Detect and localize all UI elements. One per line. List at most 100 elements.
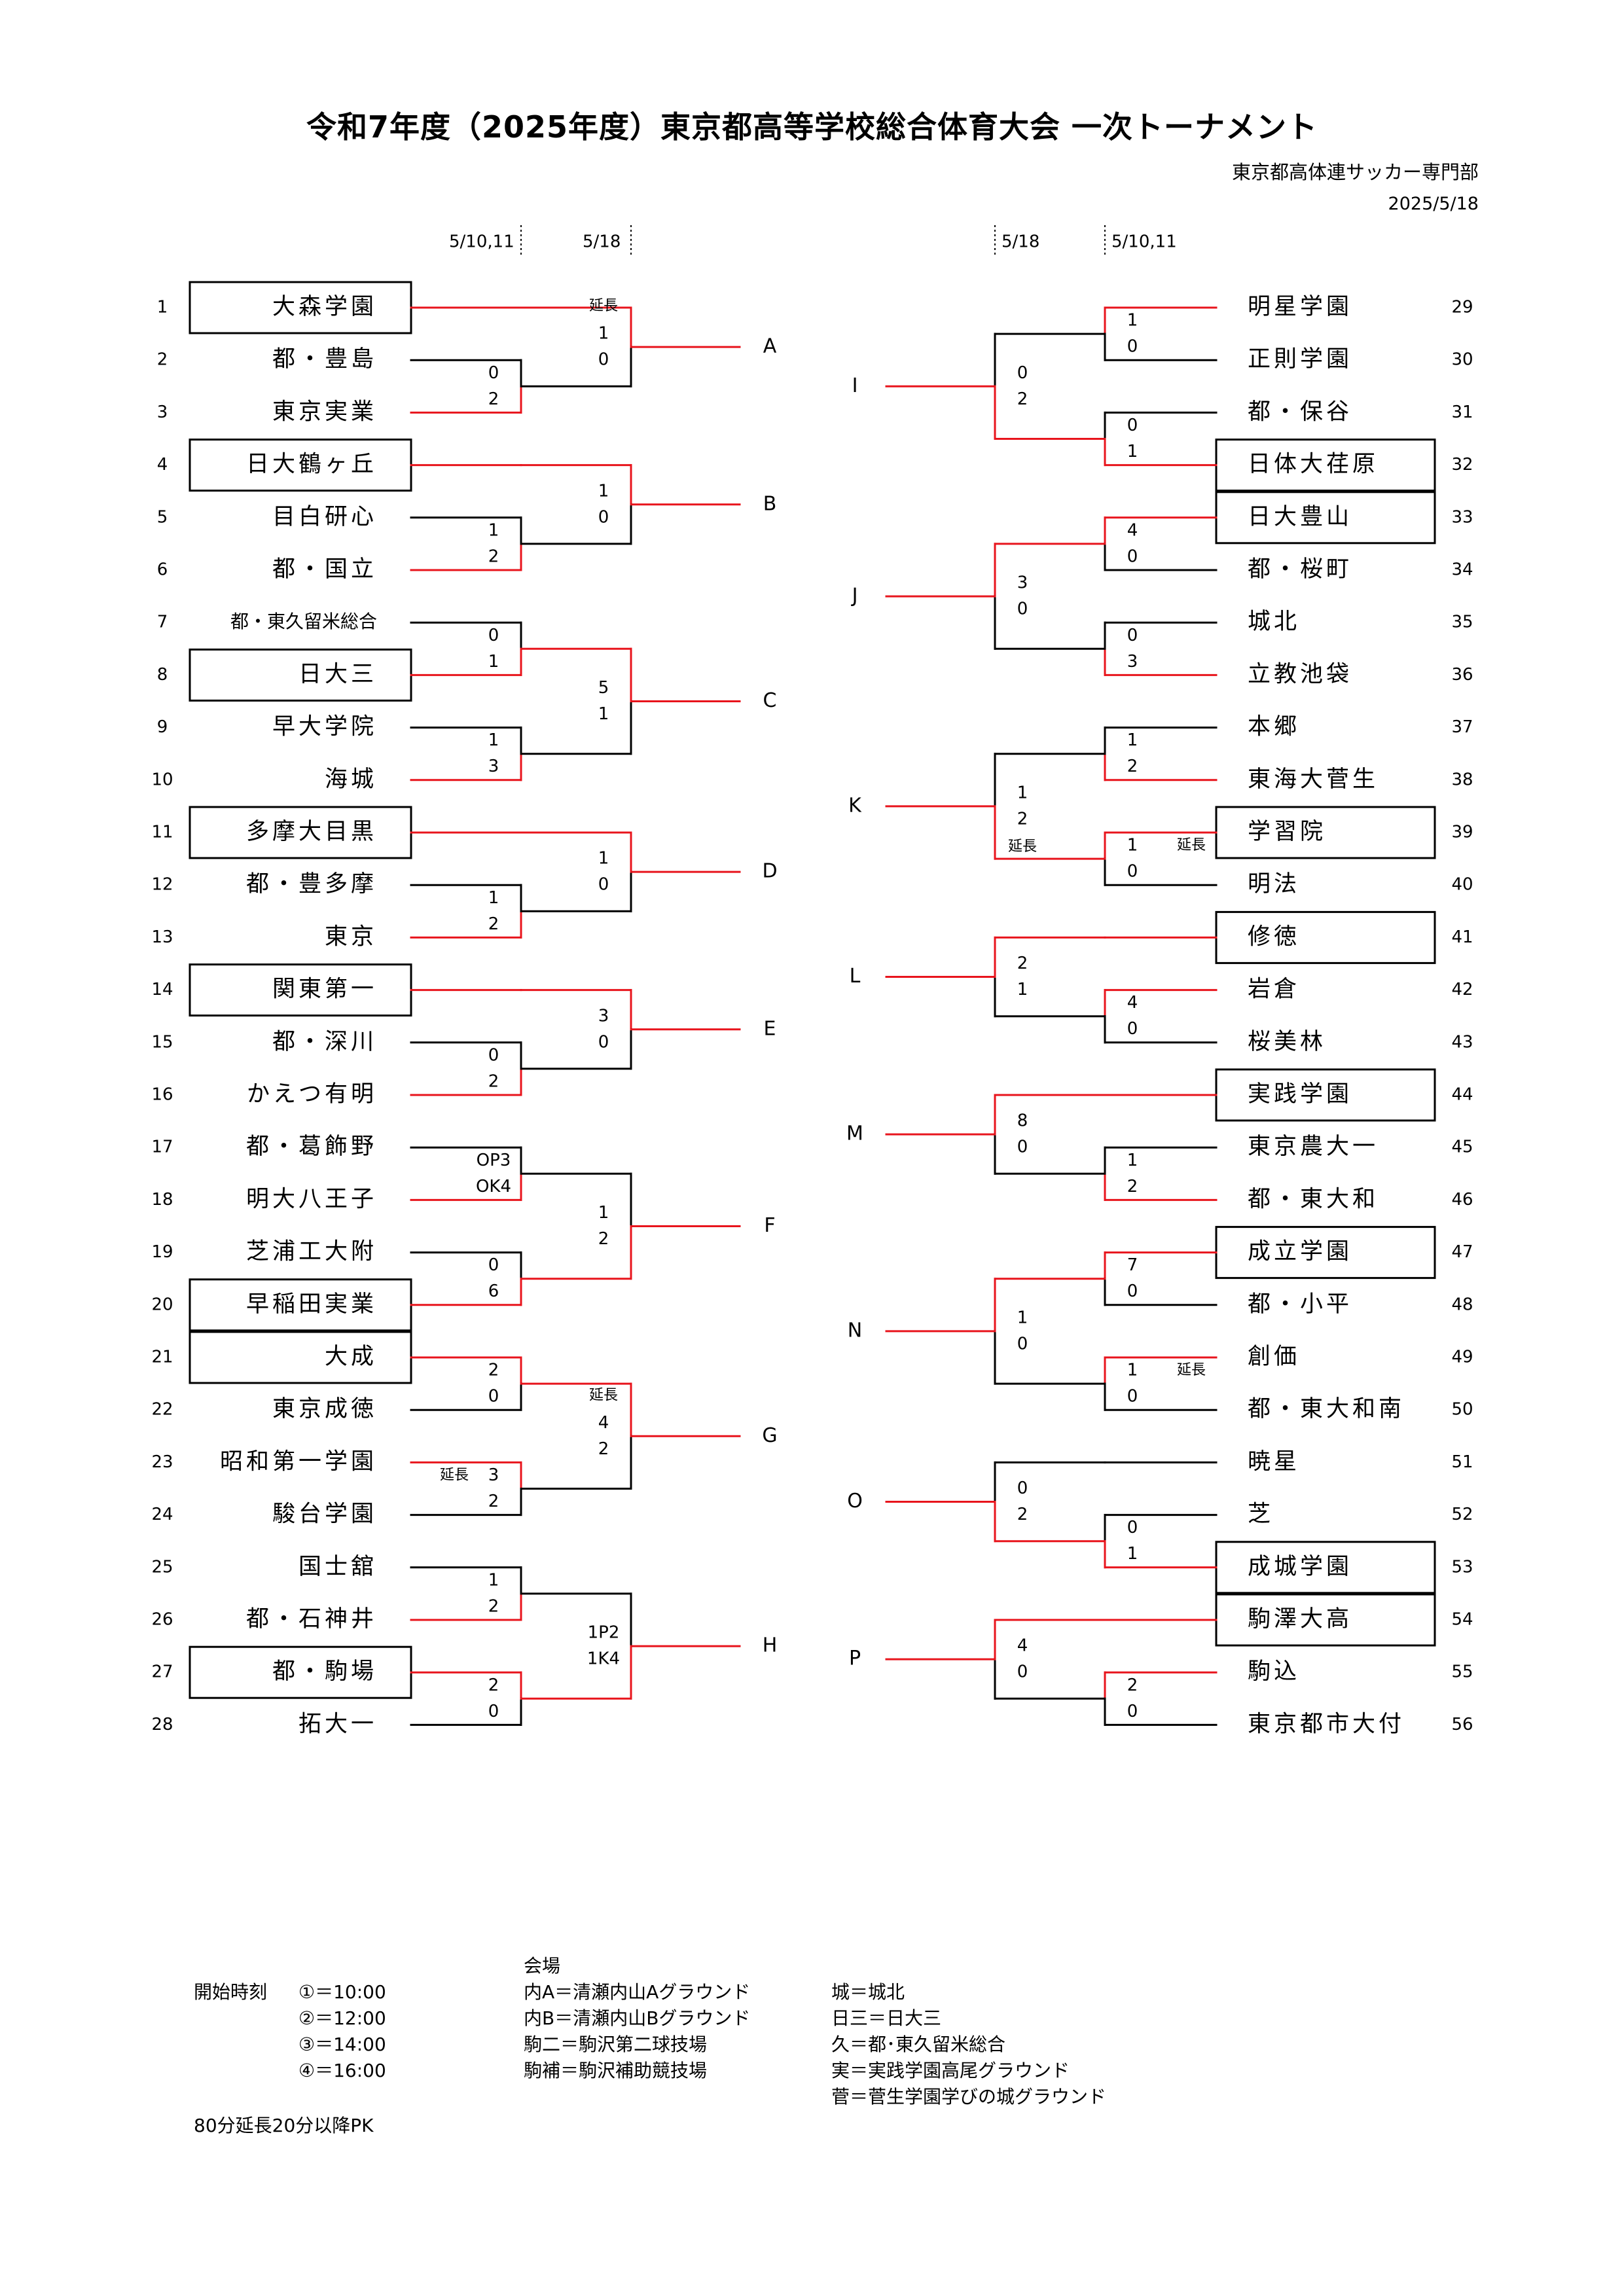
block-label: L [850, 965, 861, 988]
team-number: 32 [1451, 455, 1473, 475]
team-name: 明星学園 [1248, 294, 1352, 320]
block-label: J [851, 584, 858, 607]
block-label: D [762, 860, 777, 883]
team-name: 明法 [1248, 871, 1300, 897]
team-name: 大森学園 [272, 294, 377, 320]
team-name: 立教池袋 [1248, 661, 1352, 687]
match-score: 1 [1127, 1361, 1138, 1380]
abbreviation-3: 久＝都･東久留米総合 [831, 2034, 1006, 2055]
match-score: 1P2 [588, 1623, 620, 1643]
match-score: 0 [1127, 626, 1138, 645]
team-number: 14 [151, 980, 173, 999]
team-name: 日大鶴ヶ丘 [246, 452, 377, 478]
team-name: 芝 [1248, 1501, 1274, 1528]
team-name: 学習院 [1248, 819, 1326, 845]
team-name: 実践学園 [1248, 1081, 1352, 1107]
team-number: 7 [157, 613, 168, 632]
overtime-note: 延長 [1177, 837, 1206, 853]
block-label: C [763, 689, 777, 712]
team-number: 26 [151, 1610, 173, 1630]
match-score: 2 [488, 1676, 499, 1695]
start-times-label: 開始時刻 [194, 1981, 268, 2003]
start-time-4: ④＝16:00 [298, 2060, 386, 2081]
document-date: 2025/5/18 [1388, 194, 1479, 214]
match-score: 0 [1127, 862, 1138, 882]
team-number: 3 [157, 403, 168, 422]
match-score: 0 [1017, 363, 1028, 383]
venue-4: 駒補＝駒沢補助競技場 [524, 2060, 708, 2081]
round-date-left-r2: 5/18 [583, 232, 621, 252]
match-score: 0 [488, 363, 499, 383]
match-score: 4 [598, 1413, 609, 1433]
match-score: 0 [1017, 1662, 1028, 1682]
match-score: 2 [1127, 757, 1138, 776]
block-label: B [763, 492, 777, 515]
block-label: E [764, 1017, 776, 1040]
match-score: 2 [488, 1596, 499, 1616]
team-number: 22 [151, 1400, 173, 1420]
team-name: 本郷 [1248, 714, 1300, 740]
match-score: 0 [1127, 547, 1138, 566]
match-score: 3 [488, 1465, 499, 1485]
team-name: 駒澤大高 [1248, 1606, 1352, 1632]
start-time-2: ②＝12:00 [298, 2007, 386, 2029]
match-score: 0 [1017, 1334, 1028, 1354]
match-score: 3 [1017, 573, 1028, 593]
team-name: 岩倉 [1248, 977, 1300, 1003]
team-number: 1 [157, 298, 168, 317]
team-name: 都・深川 [272, 1029, 377, 1055]
team-name: 都・東大和 [1248, 1186, 1379, 1212]
overtime-note: 延長 [440, 1467, 469, 1484]
team-name: 東海大菅生 [1248, 766, 1379, 793]
seed-team-box [189, 1331, 412, 1384]
team-name: かえつ有明 [247, 1081, 377, 1107]
team-number: 39 [1451, 823, 1473, 842]
round-date-right-r1: 5/10,11 [1111, 232, 1177, 252]
match-score: 4 [1127, 993, 1138, 1013]
match-score: 3 [598, 1006, 609, 1026]
match-score: 5 [598, 678, 609, 698]
round-date-left-r1: 5/10,11 [449, 232, 514, 252]
team-name: 都・小平 [1248, 1291, 1352, 1318]
overtime-note: 延長 [1177, 1362, 1206, 1378]
team-name: 都・東大和南 [1248, 1396, 1405, 1422]
team-number: 56 [1451, 1715, 1473, 1734]
match-score: 1 [488, 652, 499, 672]
team-name: 暁星 [1248, 1448, 1300, 1475]
team-number: 47 [1451, 1242, 1473, 1262]
team-name: 早稲田実業 [246, 1291, 377, 1318]
match-score: 2 [598, 1229, 609, 1249]
team-number: 6 [157, 560, 168, 580]
team-number: 34 [1451, 560, 1473, 580]
team-name: 拓大一 [298, 1711, 377, 1737]
team-name: 芝浦工大附 [246, 1239, 377, 1265]
team-number: 12 [151, 875, 173, 895]
match-score: 1 [488, 520, 499, 540]
match-score: 2 [1017, 809, 1028, 829]
match-score: 1 [488, 730, 499, 750]
team-number: 42 [1451, 980, 1473, 999]
team-name: 早大学院 [272, 714, 377, 740]
team-name: 城北 [1248, 609, 1300, 635]
team-name: 都・葛飾野 [246, 1134, 377, 1160]
team-number: 41 [1451, 927, 1473, 947]
match-score: 0 [598, 875, 609, 895]
match-score: 1 [1127, 1151, 1138, 1170]
team-number: 44 [1451, 1085, 1473, 1105]
match-score: 3 [488, 757, 499, 776]
team-number: 43 [1451, 1032, 1473, 1052]
team-number: 37 [1451, 717, 1473, 737]
team-name: 都・豊多摩 [246, 871, 377, 897]
team-name: 目白研心 [272, 504, 377, 530]
match-score: 1 [1127, 311, 1138, 331]
match-score: 0 [488, 1255, 499, 1275]
match-score: 2 [1017, 954, 1028, 973]
team-number: 46 [1451, 1190, 1473, 1210]
match-score: 0 [488, 1387, 499, 1407]
match-score: 2 [1127, 1177, 1138, 1196]
team-name: 日大豊山 [1248, 504, 1352, 530]
team-name: 正則学園 [1248, 346, 1352, 372]
match-score: 2 [1017, 1505, 1028, 1524]
team-number: 27 [151, 1662, 173, 1682]
